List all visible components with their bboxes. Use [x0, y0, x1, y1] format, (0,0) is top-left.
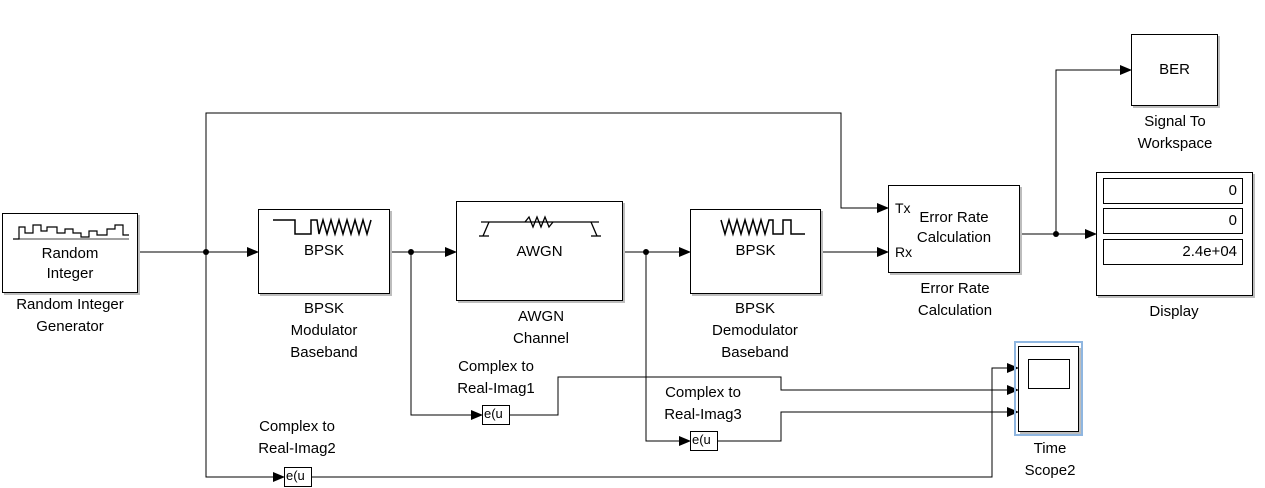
port-rx: Rx — [895, 244, 913, 260]
ber-text: BER — [1159, 61, 1190, 78]
time-scope-label: Time Scope2 — [1024, 440, 1076, 479]
line-branch-to-c2ri1 — [410, 252, 483, 420]
signal-to-workspace-label: Signal To Workspace — [1137, 113, 1213, 152]
bpsk-modulator-block[interactable]: BPSK — [258, 209, 390, 294]
c2ri3-text: e(u — [692, 432, 711, 447]
error-rate-calculation-block[interactable]: Tx Rx Error Rate Calculation — [888, 185, 1020, 273]
signal-to-workspace-block[interactable]: BER — [1131, 34, 1218, 106]
c2ri1-text: e(u — [484, 406, 503, 421]
display-value-2: 0 — [1103, 208, 1243, 234]
modulator-waveform-icon — [273, 217, 372, 237]
display-value-3: 2.4e+04 — [1103, 239, 1243, 265]
display-label: Display — [1149, 303, 1199, 320]
line-branch-to-workspace — [1055, 65, 1132, 234]
port-tx: Tx — [895, 200, 911, 216]
line-branch-to-c2ri2 — [205, 252, 285, 482]
c2ri2-text: e(u — [286, 468, 305, 483]
branch-points — [203, 231, 1059, 255]
random-integer-label: Random Integer Generator — [16, 296, 124, 335]
awgn-text: AWGN — [516, 243, 563, 260]
random-integer-icon — [13, 224, 129, 240]
line-c2ri2-out-1 — [312, 363, 1019, 478]
bpsk-modulator-label: BPSK Modulator Baseband — [290, 300, 358, 361]
display-value-1: 0 — [1103, 178, 1243, 204]
complex-to-real-imag1-block[interactable]: e(u — [482, 405, 510, 425]
complex-to-real-imag1-label: Complex to Real-Imag1 — [457, 358, 535, 397]
line-c2ri1-out-1 — [510, 376, 1019, 416]
random-integer-generator-block[interactable]: Random Integer — [2, 213, 138, 293]
complex-to-real-imag3-label: Complex to Real-Imag3 — [664, 384, 742, 423]
time-scope-block[interactable] — [1018, 346, 1079, 432]
bpsk-demodulator-label: BPSK Demodulator Baseband — [712, 300, 798, 361]
awgn-channel-label: AWGN Channel — [513, 308, 569, 347]
complex-to-real-imag2-block[interactable]: e(u — [284, 467, 312, 487]
line-branch-to-tx — [205, 112, 889, 252]
random-integer-text: Random Integer — [41, 245, 99, 282]
error-rate-label: Error Rate Calculation — [917, 280, 993, 319]
bpsk-demodulator-block[interactable]: BPSK — [690, 209, 821, 294]
bpsk-demodulator-text: BPSK — [735, 242, 776, 259]
display-block[interactable]: 0 0 2.4e+04 — [1096, 172, 1253, 296]
complex-to-real-imag2-label: Complex to Real-Imag2 — [258, 418, 336, 457]
awgn-channel-block[interactable]: AWGN — [456, 201, 623, 301]
error-rate-text: Error Rate Calculation — [916, 209, 992, 246]
time-scope-selection — [1014, 341, 1083, 436]
line-c2ri3-out-1 — [718, 407, 1019, 442]
scope-screen-icon — [1028, 359, 1070, 389]
complex-to-real-imag3-block[interactable]: e(u — [690, 431, 718, 451]
bpsk-modulator-text: BPSK — [303, 242, 345, 259]
channel-icon — [479, 215, 601, 237]
line-branch-to-c2ri3 — [645, 252, 691, 446]
demodulator-waveform-icon — [720, 217, 805, 237]
